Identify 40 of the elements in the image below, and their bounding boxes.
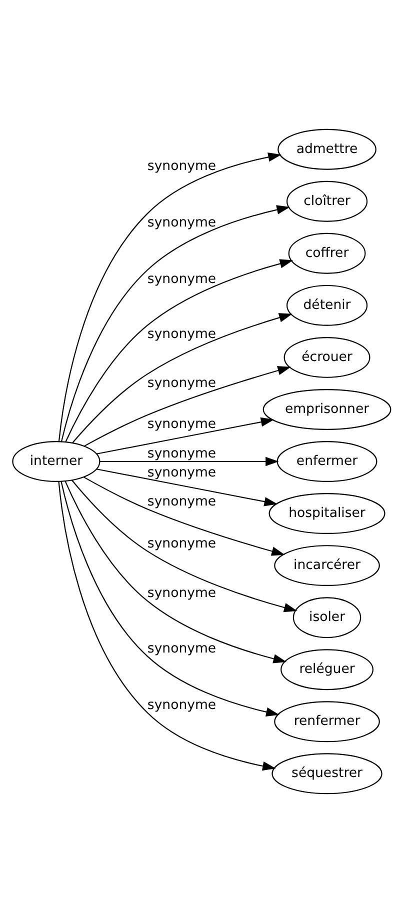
node-ellipse: hospitaliser (268, 493, 386, 534)
edge-label: synonyme (147, 158, 216, 174)
edge-label: synonyme (147, 272, 216, 287)
arrow (58, 482, 276, 771)
node-ellipse: enfermer (276, 441, 378, 482)
arrow (96, 417, 274, 454)
node-ellipse: emprisonner (262, 389, 392, 430)
edge-label: synonyme (147, 376, 216, 391)
edge-label: synonyme (147, 698, 216, 714)
arrow (72, 480, 298, 612)
edge-label: synonyme (147, 327, 216, 342)
arrow (58, 152, 282, 442)
arrow (100, 456, 279, 466)
node-ellipse: admettre (278, 128, 376, 170)
node-ellipse: isoler (292, 597, 362, 638)
arrow (60, 205, 290, 442)
arrow (96, 468, 278, 506)
node-ellipse: interner (12, 441, 100, 482)
arrow (72, 313, 292, 444)
edge-label: synonyme (147, 536, 216, 552)
arrow (65, 259, 294, 442)
node-ellipse: écrouer (284, 336, 370, 378)
arrow (84, 476, 285, 556)
node-ellipse: renfermer (274, 701, 380, 742)
node-ellipse: reléguer (280, 649, 374, 690)
edge-label: synonyme (147, 446, 216, 462)
arrow (84, 366, 291, 447)
edge-label: synonyme (147, 494, 216, 510)
arrow (64, 481, 287, 664)
node-ellipse: séquestrer (272, 753, 382, 794)
node-ellipse: incarcérer (274, 545, 380, 586)
edge-label: synonyme (147, 416, 216, 432)
edge-label: synonyme (147, 215, 216, 230)
arrow (60, 481, 280, 717)
edge-label: synonyme (147, 586, 216, 602)
node-ellipse: cloîtrer (286, 180, 368, 222)
node-ellipse: détenir (286, 284, 368, 326)
edge-label: synonyme (147, 466, 216, 481)
node-ellipse: coffrer (288, 232, 366, 274)
edge-label: synonyme (147, 642, 216, 657)
